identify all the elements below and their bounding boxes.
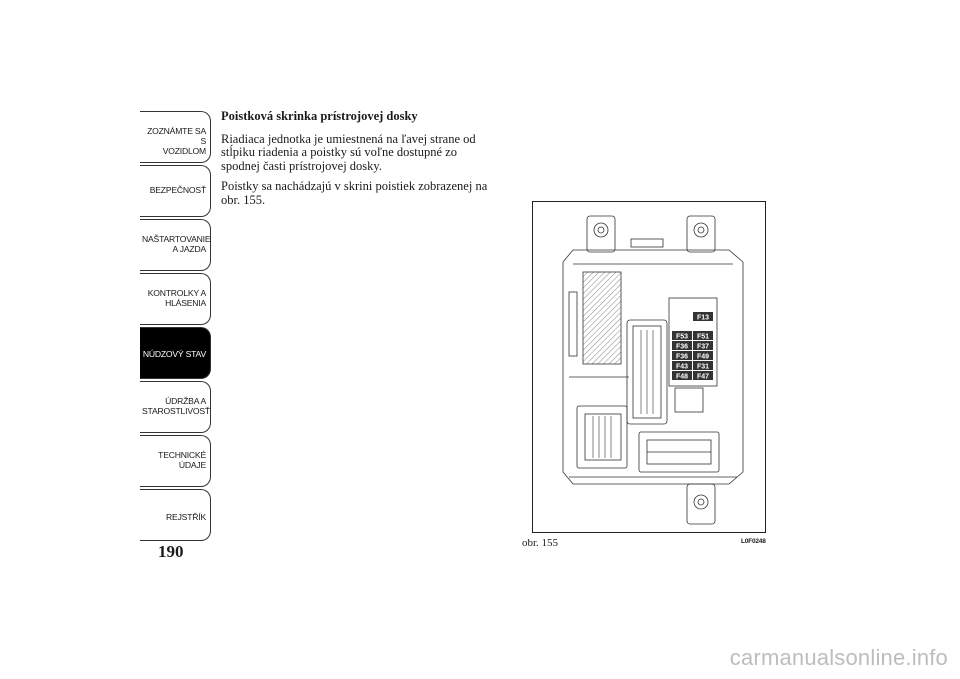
tab-label-line2: STAROSTLIVOSŤ <box>142 406 210 416</box>
fuse-label: F47 <box>697 374 709 381</box>
fuse-label: F31 <box>697 364 709 371</box>
fuse-label: F36 <box>676 354 688 361</box>
fuse-label: F13 <box>697 315 709 322</box>
tab-label-line2: HLÁSENIA <box>165 298 206 308</box>
fuse-label: F43 <box>676 364 688 371</box>
tab-label: ÚDRŽBA A <box>165 396 206 406</box>
tab-nudzovy-stav[interactable]: NÚDZOVÝ STAV <box>140 327 211 379</box>
page-number: 190 <box>158 542 184 561</box>
fuse-label: F48 <box>676 374 688 381</box>
tab-label: REJSTŘÍK <box>166 512 206 522</box>
tab-label: NAŠTARTOVANIE <box>142 234 211 244</box>
main-content: Poistková skrinka prístrojovej dosky Ria… <box>221 109 491 215</box>
watermark: carmanualsonline.info <box>729 645 948 670</box>
section-heading: Poistková skrinka prístrojovej dosky <box>221 109 418 123</box>
fuse-box-illustration: F13 F53 F51 F36 F37 F36 F49 F43 F31 F48 … <box>562 215 744 525</box>
tab-label-line2: A JAZDA <box>172 244 207 254</box>
fuse-label: F37 <box>697 344 709 351</box>
fuse-label: F53 <box>676 334 688 341</box>
fuse-label: F36 <box>676 344 688 351</box>
body-paragraph: Riadiaca jednotka je umiestnená na ľavej… <box>221 131 476 173</box>
tab-label: ZOZNÁMTE SA S <box>147 126 206 146</box>
tab-label: NÚDZOVÝ STAV <box>142 349 206 359</box>
figure-caption: obr. 155 <box>522 537 559 549</box>
figure-code: L0F0248 <box>741 538 766 545</box>
fuse-label: F49 <box>697 354 709 361</box>
tab-label: TECHNICKÉ <box>158 450 206 460</box>
tab-rejstrik[interactable]: REJSTŘÍK <box>140 489 211 541</box>
tab-label-line2: ÚDAJE <box>178 460 206 470</box>
fuse-box-figure: F13 F53 F51 F36 F37 F36 F49 F43 F31 F48 … <box>532 201 766 533</box>
tab-bezpecnost[interactable]: BEZPEČNOSŤ <box>140 165 211 217</box>
tab-label-line2: VOZIDLOM <box>162 146 206 156</box>
tab-label: KONTROLKY A <box>147 288 206 298</box>
body-paragraph: Poistky sa nachádzajú v skrini poistiek … <box>221 179 488 207</box>
tab-label: BEZPEČNOSŤ <box>149 185 206 195</box>
fuse-label: F51 <box>697 334 709 341</box>
